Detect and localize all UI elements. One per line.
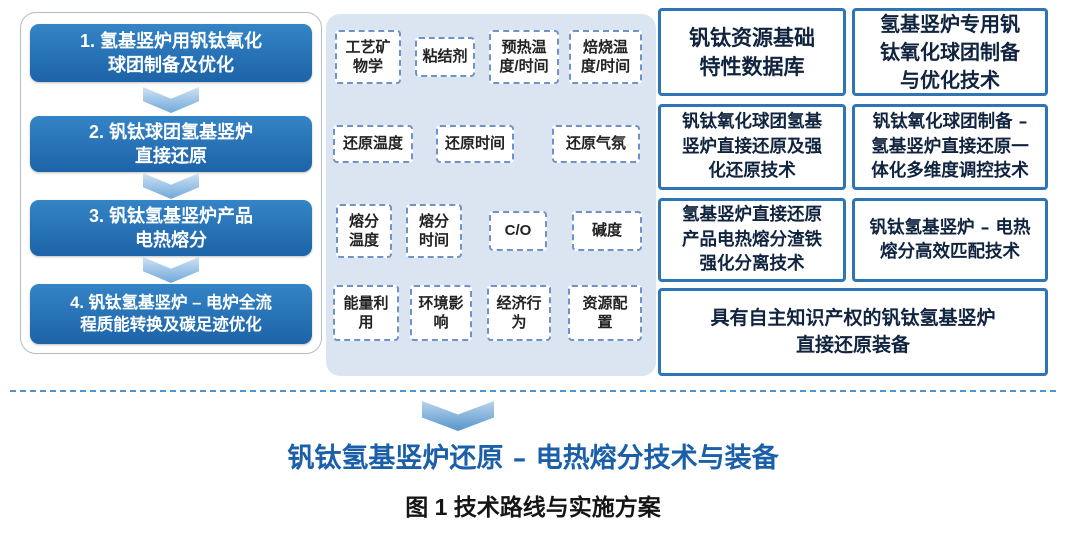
factor-box-process-mineralogy: 工艺矿 物学 bbox=[335, 30, 401, 84]
factor-box-preheat-temp-time: 预热温 度/时间 bbox=[489, 30, 559, 84]
output-box-pellet-preparation-tech: 氢基竖炉专用钒 钛氧化球团制备 与优化技术 bbox=[852, 8, 1048, 96]
output-box-melting-matching-tech: 钒钛氢基竖炉 – 电热 熔分高效匹配技术 bbox=[852, 198, 1048, 282]
factor-box-reduction-atmosphere: 还原气氛 bbox=[552, 125, 640, 163]
factor-box-reduction-temperature: 还原温度 bbox=[333, 125, 413, 163]
factor-box-resource-allocation: 资源配 置 bbox=[568, 285, 642, 341]
output-box-resource-database: 钒钛资源基础 特性数据库 bbox=[658, 8, 846, 96]
factor-box-economic-behavior: 经济行 为 bbox=[487, 285, 551, 341]
figure-caption: 图 1 技术路线与实施方案 bbox=[405, 494, 661, 520]
big-chevron-down-icon bbox=[422, 401, 494, 431]
factor-box-binder: 粘结剂 bbox=[415, 37, 475, 77]
output-box-proprietary-equipment: 具有自主知识产权的钒钛氢基竖炉 直接还原装备 bbox=[658, 288, 1048, 376]
factor-box-roasting-temp-time: 焙烧温 度/时间 bbox=[569, 30, 642, 84]
factor-box-basicity: 碱度 bbox=[572, 211, 642, 251]
step-box-full-process-optimization: 4. 钒钛氢基竖炉 – 电炉全流 程质能转换及碳足迹优化 bbox=[30, 284, 312, 344]
output-box-direct-reduction-tech: 钒钛氧化球团氢基 竖炉直接还原及强 化还原技术 bbox=[658, 104, 846, 190]
step-box-electrothermal-melting: 3. 钒钛氢基竖炉产品 电热熔分 bbox=[30, 200, 312, 256]
factor-box-reduction-time: 还原时间 bbox=[436, 125, 514, 163]
step-box-direct-reduction: 2. 钒钛球团氢基竖炉 直接还原 bbox=[30, 116, 312, 172]
result-title: 钒钛氢基竖炉还原 – 电热熔分技术与装备 bbox=[287, 443, 779, 474]
factor-box-melting-time: 熔分 时间 bbox=[406, 204, 462, 258]
factor-box-melting-temperature: 熔分 温度 bbox=[336, 204, 392, 258]
factor-box-c-o-ratio: C/O bbox=[489, 211, 547, 251]
factors-panel: 工艺矿 物学 粘结剂 预热温 度/时间 焙烧温 度/时间 还原温度 还原时间 还… bbox=[326, 14, 656, 376]
dashed-divider bbox=[10, 390, 1056, 392]
factor-box-energy-utilization: 能量利 用 bbox=[333, 285, 399, 341]
step-box-pellet-preparation: 1. 氢基竖炉用钒钛氧化 球团制备及优化 bbox=[30, 24, 312, 82]
factor-box-environmental-impact: 环境影 响 bbox=[410, 285, 472, 341]
output-box-slag-iron-separation-tech: 氢基竖炉直接还原 产品电热熔分渣铁 强化分离技术 bbox=[658, 198, 846, 282]
output-box-integrated-control-tech: 钒钛氧化球团制备 – 氢基竖炉直接还原一 体化多维度调控技术 bbox=[852, 104, 1048, 190]
